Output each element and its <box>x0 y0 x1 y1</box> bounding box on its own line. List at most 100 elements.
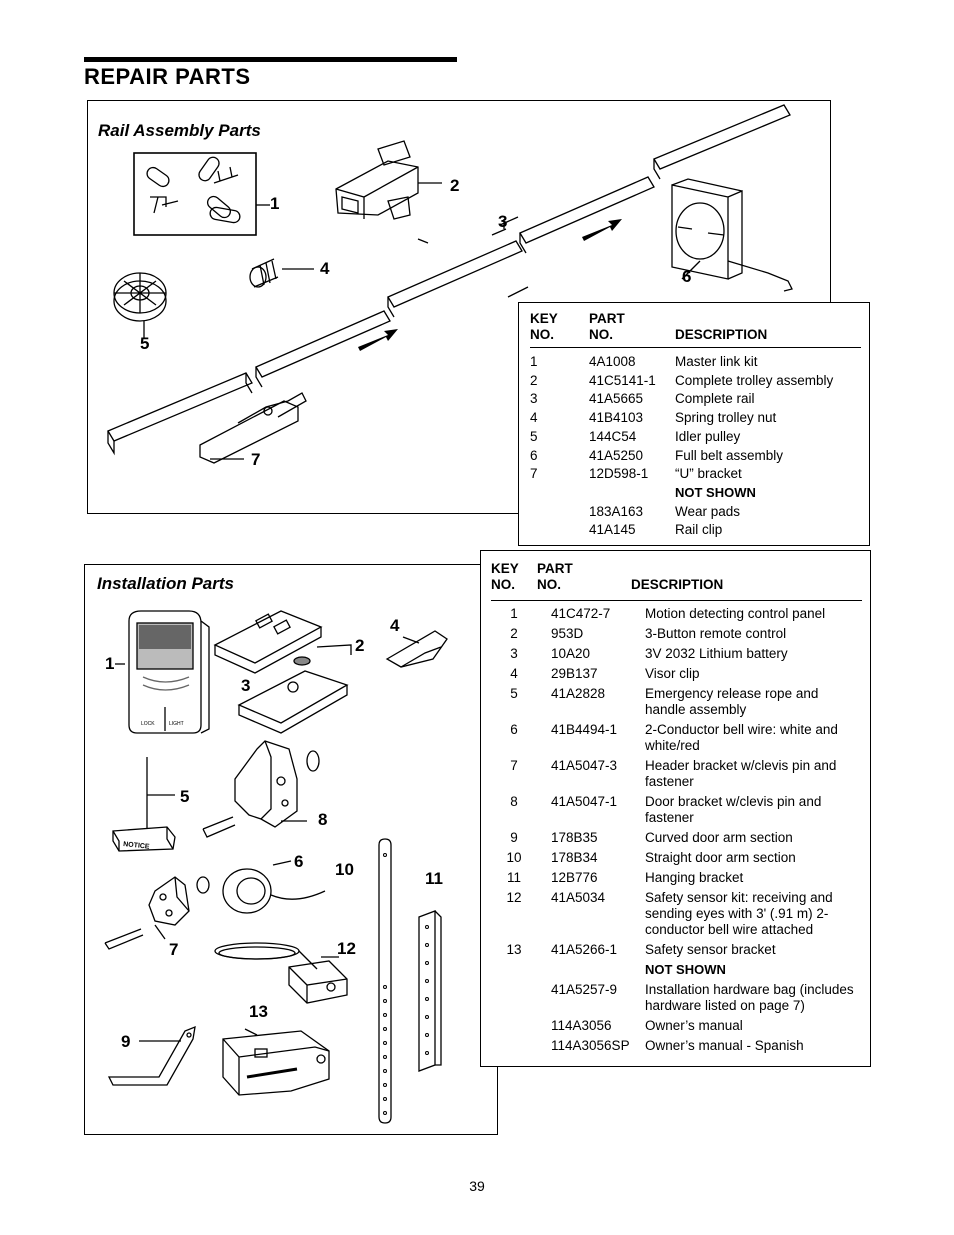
key-no: 13 <box>506 942 522 957</box>
part-description: Hanging bracket <box>645 870 744 885</box>
key-no: 5 <box>530 428 538 444</box>
part-description: Straight door arm section <box>645 850 796 865</box>
part-description: “U” bracket <box>675 466 742 482</box>
rail-callout-1: 1 <box>270 194 280 213</box>
not-shown-row: NOT SHOWN <box>491 962 862 982</box>
part-no: 41A5665 <box>589 391 644 407</box>
part-description: Full belt assembly <box>675 447 784 463</box>
installation-illustration: LOCK LIGHT NOTICE <box>104 610 448 1124</box>
part-description: Door bracket w/clevis pin and fastener <box>645 794 822 825</box>
rail-callout-3: 3 <box>498 212 508 231</box>
visor-clip-drawing <box>385 630 448 668</box>
safety-sensor-drawing <box>214 942 348 1004</box>
spring-nut-drawing <box>249 258 314 288</box>
rail-col-key-1: KEY <box>530 311 558 326</box>
table-row: 41A145 Rail clip <box>530 521 861 540</box>
part-no: 114A3056 <box>551 1018 612 1033</box>
part-description: Motion detecting control panel <box>645 606 826 621</box>
inst-callout-5: 5 <box>180 787 190 806</box>
curved-arm-drawing <box>107 1025 196 1086</box>
rail-callout-7: 7 <box>251 450 261 469</box>
key-no: 7 <box>530 466 538 482</box>
key-no: 1 <box>510 606 518 621</box>
key-no: 8 <box>510 794 518 809</box>
rail-header-line <box>530 347 861 348</box>
panel-lock-label: LOCK <box>141 721 155 727</box>
part-no: 953D <box>551 626 584 641</box>
key-no: 9 <box>510 830 518 845</box>
part-description: Safety sensor bracket <box>645 942 776 957</box>
title-rule <box>84 57 457 62</box>
inst-callout-13: 13 <box>249 1002 268 1021</box>
inst-col-part-1: PART <box>537 561 573 576</box>
inst-callout-8: 8 <box>318 810 328 829</box>
part-description: 3V 2032 Lithium battery <box>645 646 788 661</box>
part-description: Complete trolley assembly <box>675 372 834 388</box>
part-no: 41A5266-1 <box>551 942 618 957</box>
part-no: 41A5250 <box>589 447 644 463</box>
rail-drawing <box>107 104 791 456</box>
rail-callout-2: 2 <box>450 176 460 195</box>
table-row: 8 41A5047-1 Door bracket w/clevis pin and … <box>491 794 862 830</box>
part-no: 178B35 <box>551 830 598 845</box>
rail-col-part-1: PART <box>589 311 625 326</box>
part-no: 41A5034 <box>551 890 606 905</box>
part-description: Master link kit <box>675 354 758 369</box>
table-row: 7 12D598-1 “U” bracket <box>530 465 861 484</box>
pulley-drawing <box>113 272 167 339</box>
key-no: 5 <box>510 686 518 701</box>
part-no: 29B137 <box>551 666 598 681</box>
master-link-kit-drawing <box>133 152 270 236</box>
u-bracket-drawing <box>199 392 307 464</box>
part-description: 3-Button remote control <box>645 626 787 641</box>
part-no: 41A145 <box>589 522 636 538</box>
part-no: 12D598-1 <box>589 466 649 482</box>
not-shown-label: NOT SHOWN <box>645 962 726 977</box>
inst-callout-1: 1 <box>105 654 115 673</box>
not-shown-row: NOT SHOWN <box>530 484 861 503</box>
installation-panel: Installation Parts LOCK LIGHT <box>84 564 498 1135</box>
inst-col-part-2: NO. <box>537 577 562 592</box>
belt-drawing <box>671 178 793 292</box>
rail-col-key-2: NO. <box>530 327 555 342</box>
part-description: Rail clip <box>675 522 723 538</box>
remote-drawing <box>213 610 352 734</box>
part-no: 41B4103 <box>589 410 644 426</box>
key-no: 12 <box>506 890 522 905</box>
inst-callout-3: 3 <box>241 676 251 695</box>
panel-light-label: LIGHT <box>169 721 184 727</box>
not-shown-label: NOT SHOWN <box>675 484 756 500</box>
rail-callout-6: 6 <box>682 267 692 286</box>
key-no: 3 <box>530 391 538 407</box>
part-description: Visor clip <box>645 666 700 681</box>
part-description: Header bracket w/clevis pin and fastener <box>645 758 837 789</box>
inst-callout-10: 10 <box>335 860 354 879</box>
part-no: 41A5047-1 <box>551 794 618 809</box>
page-title: REPAIR PARTS <box>84 64 251 89</box>
part-no: 183A163 <box>589 503 644 519</box>
release-handle-drawing <box>112 757 176 852</box>
key-no: 2 <box>530 372 538 388</box>
direction-arrows <box>358 219 622 351</box>
part-description: Idler pulley <box>675 428 741 444</box>
part-description: Wear pads <box>675 503 741 519</box>
key-no: 4 <box>530 410 538 426</box>
part-description: 2-Conductor bell wire: white and white/r… <box>645 722 838 753</box>
